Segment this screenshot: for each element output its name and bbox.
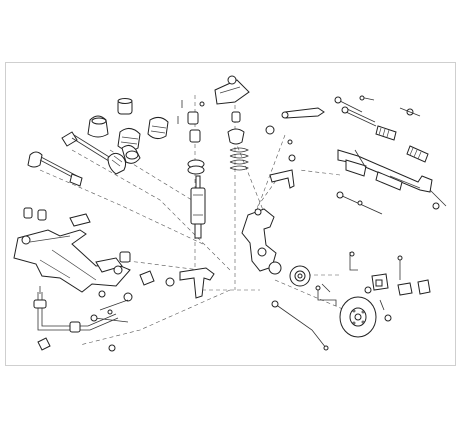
bushing-icon bbox=[98, 251, 155, 302]
strut-mount-icon bbox=[214, 75, 250, 105]
steering-rack-icon bbox=[337, 149, 447, 210]
bushing-icon bbox=[117, 98, 133, 115]
stabilizer-link-icon bbox=[315, 283, 337, 306]
brake-caliper-icon bbox=[349, 251, 431, 296]
diagram-frame bbox=[5, 62, 456, 366]
tie-rod-icon bbox=[341, 106, 421, 127]
boot-kit-icon bbox=[87, 115, 109, 138]
stabilizer-bar-icon bbox=[33, 292, 119, 333]
bushing-icon bbox=[187, 159, 205, 175]
stabilizer-link-icon bbox=[90, 299, 129, 323]
wheel-hub-icon bbox=[268, 261, 311, 287]
bushing-icon bbox=[23, 207, 47, 221]
tie-rod-icon bbox=[271, 300, 329, 351]
steering-knuckle-icon bbox=[241, 208, 277, 272]
bolt-icon bbox=[177, 100, 293, 145]
bushing-icon bbox=[227, 111, 245, 145]
drive-shaft-icon bbox=[61, 131, 127, 175]
control-arm-icon bbox=[281, 107, 325, 119]
bushing-icon bbox=[187, 111, 201, 143]
boot-kit-icon bbox=[147, 116, 169, 140]
tie-rod-icon bbox=[334, 95, 375, 113]
tie-rod-icon bbox=[336, 191, 383, 215]
brake-disc-icon bbox=[339, 296, 377, 338]
cv-joint-icon bbox=[121, 144, 141, 164]
bushing-icon bbox=[37, 286, 116, 352]
control-arm-icon bbox=[269, 169, 295, 189]
boot-kit-icon bbox=[375, 125, 397, 141]
coil-spring-icon bbox=[229, 147, 249, 171]
shock-absorber-icon bbox=[190, 175, 206, 239]
drive-shaft-icon bbox=[27, 151, 83, 187]
subframe-icon bbox=[13, 213, 131, 293]
bushing-icon bbox=[364, 286, 392, 322]
bushing-icon bbox=[265, 125, 296, 162]
boot-kit-icon bbox=[406, 145, 429, 163]
control-arm-icon bbox=[165, 267, 215, 299]
